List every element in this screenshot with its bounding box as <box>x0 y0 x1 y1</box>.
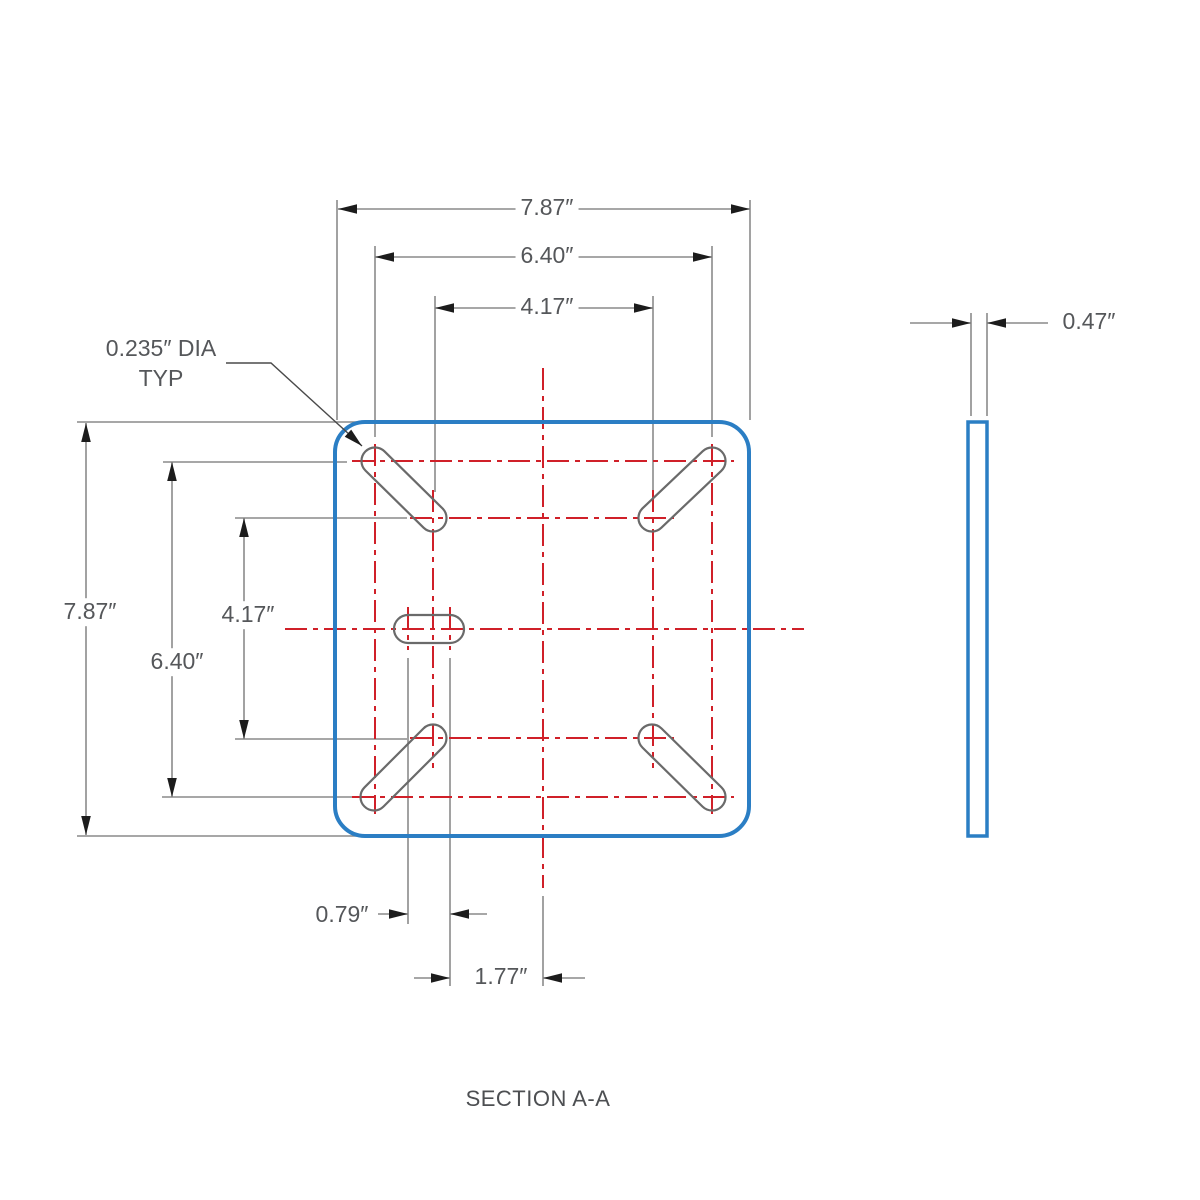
arrowhead <box>431 973 450 983</box>
slots <box>359 446 727 812</box>
dim-label-top-inner: 4.17″ <box>515 293 579 321</box>
dim-label-top-outer: 7.87″ <box>515 194 579 222</box>
leader-line <box>226 362 363 447</box>
slot-center <box>392 613 466 645</box>
arrowhead <box>450 909 469 919</box>
dim-label-left-inner: 4.17″ <box>216 601 280 629</box>
arrowhead <box>375 252 394 262</box>
arrowhead <box>731 204 750 214</box>
arrowhead <box>952 318 971 328</box>
arrowhead <box>634 303 653 313</box>
slot-top-left <box>360 446 448 533</box>
centerlines <box>285 368 804 888</box>
dim-label-slot-length: 0.79″ <box>310 901 374 929</box>
dim-label-slot-offset: 1.77″ <box>469 963 533 991</box>
arrowhead <box>338 204 357 214</box>
dim-label-thickness: 0.47″ <box>1057 308 1121 336</box>
hole-note-line1: 0.235″ DIA <box>105 335 217 361</box>
hole-diameter-note: 0.235″ DIA TYP <box>100 333 222 393</box>
hole-note-line2: TYP <box>138 365 184 391</box>
extension-lines <box>77 200 988 986</box>
slot-bottom-right <box>637 723 727 812</box>
arrowhead <box>167 462 177 481</box>
arrowhead <box>987 318 1006 328</box>
slot-bottom-left <box>359 723 448 812</box>
arrowhead <box>239 720 249 739</box>
arrowhead <box>81 423 91 442</box>
plate-front-view <box>333 420 751 838</box>
dimension-lines <box>85 208 1048 979</box>
arrowhead <box>167 778 177 797</box>
arrowhead <box>239 518 249 537</box>
slot-top-right <box>637 446 727 533</box>
arrowhead <box>693 252 712 262</box>
plate-side-view <box>966 420 989 838</box>
dim-label-top-mid: 6.40″ <box>515 242 579 270</box>
arrowhead <box>543 973 562 983</box>
arrowhead <box>81 816 91 835</box>
arrowhead <box>435 303 454 313</box>
dim-label-left-mid: 6.40″ <box>145 648 209 676</box>
section-title: SECTION A-A <box>460 1085 616 1113</box>
dim-label-left-outer: 7.87″ <box>58 598 122 626</box>
arrowhead <box>389 909 408 919</box>
